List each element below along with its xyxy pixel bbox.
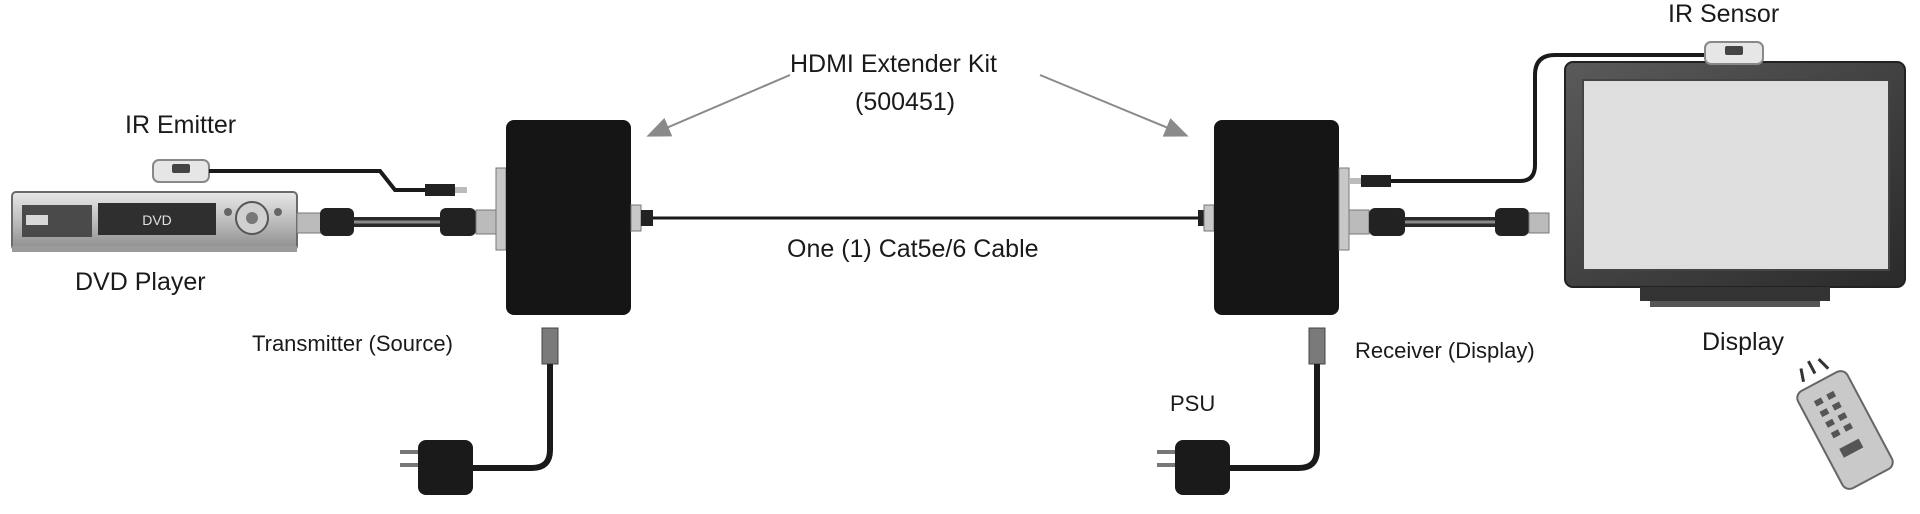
ir-emitter-cable (209, 169, 430, 192)
receiver-power (1157, 327, 1326, 495)
hdmi-cable-display (1348, 208, 1550, 236)
display-label: Display (1702, 328, 1784, 356)
ir-sensor (1704, 41, 1764, 65)
ir-emitter-plug (425, 184, 455, 196)
hdmi-cable-source (296, 208, 497, 236)
kit-part-number: (500451) (855, 88, 956, 116)
psu-label: PSU (1170, 391, 1216, 416)
display-tv (1564, 61, 1906, 307)
ir-sensor-cable (1349, 53, 1705, 187)
ir-emitter-label: IR Emitter (125, 111, 237, 139)
receiver-box (1203, 120, 1350, 315)
transmitter-box (495, 120, 642, 315)
transmitter-label: Transmitter (Source) (252, 331, 453, 356)
dvd-player (11, 191, 298, 252)
cable-label: One (1) Cat5e/6 Cable (787, 235, 1039, 263)
kit-title: HDMI Extender Kit (790, 50, 998, 78)
dvd-screen-text: DVD (142, 212, 172, 228)
kit-arrow-right (1039, 74, 1189, 137)
dvd-player-label: DVD Player (75, 268, 206, 296)
cat5-cable (641, 210, 1210, 226)
remote-control (1796, 358, 1894, 490)
ir-emitter (152, 159, 210, 183)
kit-arrow-left (646, 74, 791, 137)
receiver-label: Receiver (Display) (1355, 338, 1535, 363)
transmitter-power (400, 327, 559, 495)
ir-sensor-label: IR Sensor (1668, 0, 1780, 28)
